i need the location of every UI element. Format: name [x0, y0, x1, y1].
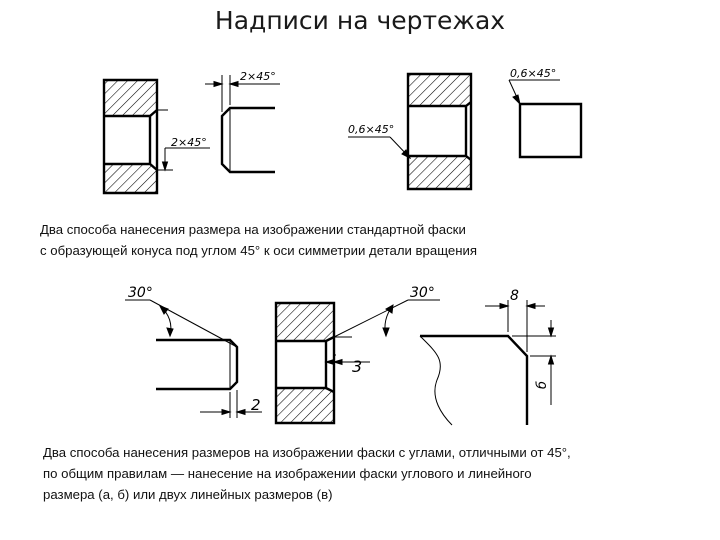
- caption-bottom-line-2: по общим правилам — нанесение на изображ…: [43, 466, 532, 481]
- caption-bottom-line-3: размера (а, б) или двух линейных размеро…: [43, 487, 333, 502]
- dimension-30deg-hole: 30°: [410, 285, 435, 301]
- page-title: Надписи на чертежах: [214, 6, 506, 35]
- dimension-3: 3: [352, 357, 362, 376]
- dimension-06x45-hole: 0,6×45°: [348, 123, 394, 136]
- dimension-2: 2: [251, 396, 261, 414]
- dimension-8: 8: [510, 288, 519, 304]
- figure-hole-06x45: 0,6×45°: [348, 72, 473, 191]
- figure-hole-30deg: 3 30°: [274, 285, 440, 425]
- figure-hole-2x45: 2×45°: [102, 78, 210, 195]
- figure-shaft-30deg: 2 30°: [125, 285, 262, 418]
- figure-shaft-2x45: 2×45°: [205, 70, 280, 174]
- dimension-2x45-shaft: 2×45°: [240, 70, 276, 83]
- figure-shaft-06x45: 0,6×45°: [508, 67, 583, 159]
- figure-chamfer-linear: 8 б: [419, 288, 556, 426]
- dimension-30deg-shaft: 30°: [128, 285, 153, 301]
- caption-top-line-1: Два способа нанесения размера на изображ…: [40, 222, 466, 237]
- caption-bottom: Два способа нанесения размеров на изобра…: [43, 442, 703, 505]
- dimension-2x45-hole: 2×45°: [171, 136, 207, 149]
- dimension-6: б: [535, 381, 550, 389]
- caption-top-line-2: с образующей конуса под углом 45° к оси …: [40, 243, 478, 258]
- caption-top: Два способа нанесения размера на изображ…: [40, 219, 700, 261]
- caption-bottom-line-1: Два способа нанесения размеров на изобра…: [43, 445, 571, 460]
- dimension-06x45-shaft: 0,6×45°: [510, 67, 556, 80]
